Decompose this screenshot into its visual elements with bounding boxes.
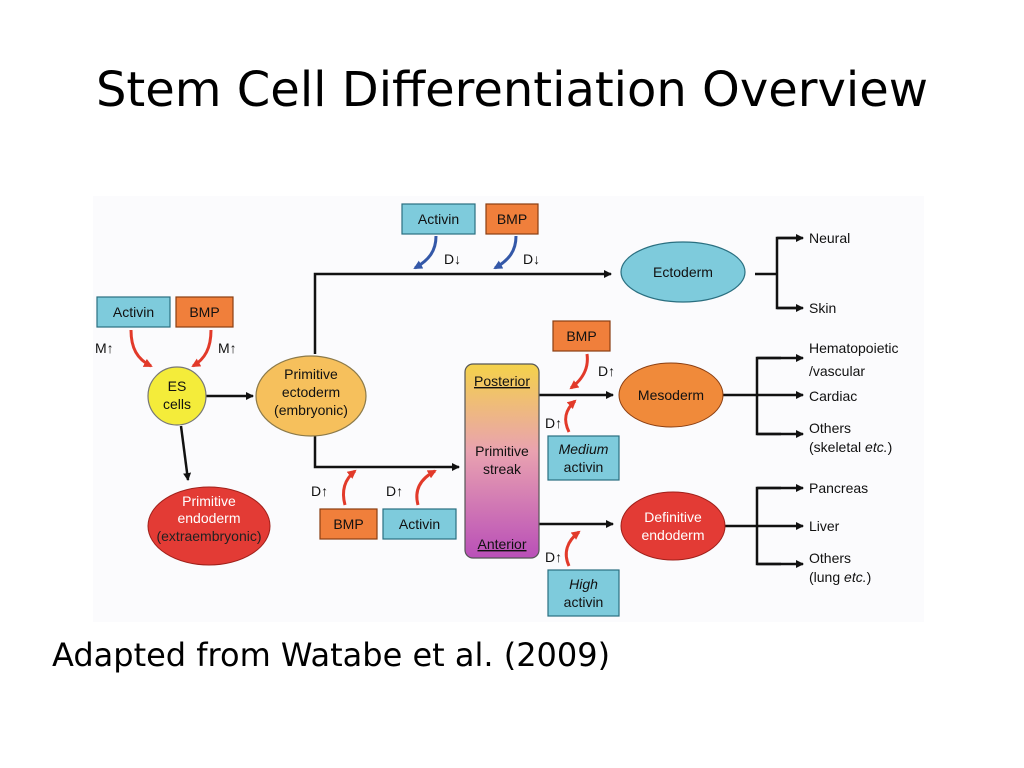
primitive-endoderm-label-1: Primitive: [182, 493, 236, 509]
es-cells-label-2: cells: [163, 396, 191, 412]
primitive-streak-node: [464, 363, 540, 559]
es-cells-label-1: ES: [168, 378, 187, 394]
cardiac-label: Cardiac: [809, 388, 857, 404]
high-activin-label-2: activin: [564, 594, 604, 610]
medium-activin-label-1: Medium: [559, 441, 609, 457]
bottom-activin-arrow: [415, 469, 437, 506]
medium-activin-label-2: activin: [564, 459, 604, 475]
top-bmp-effect: D↓: [523, 251, 540, 267]
es-to-endoderm-arrow: [179, 425, 192, 481]
others-endo-label-2: (lung etc.): [809, 569, 871, 585]
bottom-bmp-arrow: [341, 469, 357, 506]
definitive-endoderm-node: [620, 491, 726, 561]
liver-label: Liver: [809, 518, 840, 534]
hematopoietic-label-2: /vascular: [809, 363, 865, 379]
hematopoietic-label-1: Hematopoietic: [809, 340, 899, 356]
definitive-endoderm-label-2: endoderm: [641, 527, 704, 543]
others-endo-label-1: Others: [809, 550, 851, 566]
primitive-endoderm-label-3: (extraembryonic): [156, 528, 261, 544]
meso-bmp-effect: D↑: [598, 363, 615, 379]
medium-activin-effect: D↑: [545, 415, 562, 431]
streak-path-arrow: [313, 436, 460, 471]
left-activin-arrow: [129, 329, 153, 368]
mesoderm-label: Mesoderm: [638, 387, 704, 403]
primitive-endoderm-node: [147, 486, 271, 566]
streak-label-2: streak: [483, 461, 522, 477]
high-activin-box: [547, 569, 620, 617]
top-activin-label: Activin: [418, 211, 459, 227]
high-activin-label-1: High: [569, 576, 598, 592]
primitive-ectoderm-node: [255, 355, 367, 437]
left-bmp-label: BMP: [189, 304, 219, 320]
top-activin-effect: D↓: [444, 251, 461, 267]
ectoderm-path-arrow: [313, 270, 612, 354]
meso-bmp-box: [552, 320, 611, 352]
pancreas-label: Pancreas: [809, 480, 868, 496]
citation-caption: Adapted from Watabe et al. (2009): [52, 636, 611, 674]
others-meso-label-2: (skeletal etc.): [809, 439, 892, 455]
left-bmp-box: [175, 296, 234, 328]
top-activin-inhibit-arrow: [413, 235, 438, 270]
meso-bmp-arrow: [569, 353, 589, 390]
primitive-ectoderm-label-1: Primitive: [284, 366, 338, 382]
primitive-ectoderm-label-3: (embryonic): [274, 402, 348, 418]
bottom-bmp-label: BMP: [333, 516, 363, 532]
streak-posterior-label: Posterior: [474, 373, 530, 389]
primitive-endoderm-label-2: endoderm: [177, 510, 240, 526]
streak-anterior-label: Anterior: [477, 536, 526, 552]
ectoderm-label: Ectoderm: [653, 264, 713, 280]
others-meso-label-1: Others: [809, 420, 851, 436]
top-activin-box: [401, 203, 476, 235]
primitive-ectoderm-label-2: ectoderm: [282, 384, 340, 400]
left-bmp-effect: M↑: [218, 340, 237, 356]
medium-activin-box: [547, 435, 620, 481]
top-bmp-label: BMP: [497, 211, 527, 227]
top-bmp-inhibit-arrow: [493, 235, 518, 270]
ectoderm-node: [620, 241, 746, 303]
skin-label: Skin: [809, 300, 836, 316]
es-cells-node: [147, 366, 207, 426]
left-bmp-arrow: [191, 329, 213, 368]
slide-title: Stem Cell Differentiation Overview: [95, 62, 929, 118]
high-activin-effect: D↑: [545, 549, 562, 565]
mesoderm-node: [618, 362, 724, 428]
definitive-endoderm-label-1: Definitive: [644, 509, 702, 525]
bottom-bmp-box: [319, 508, 378, 540]
bottom-activin-label: Activin: [399, 516, 440, 532]
left-activin-label: Activin: [113, 304, 154, 320]
bottom-activin-effect: D↑: [386, 483, 403, 499]
left-activin-effect: M↑: [95, 340, 114, 356]
meso-bmp-label: BMP: [566, 328, 596, 344]
bottom-bmp-effect: D↑: [311, 483, 328, 499]
top-bmp-box: [485, 203, 539, 235]
left-activin-box: [96, 296, 171, 328]
streak-label-1: Primitive: [475, 443, 529, 459]
differentiation-diagram: Activin BMP D↓ D↓ Activin BMP M↑ M↑ ES c…: [93, 196, 924, 622]
high-activin-arrow: [564, 530, 581, 567]
neural-label: Neural: [809, 230, 850, 246]
bottom-activin-box: [382, 508, 457, 540]
medium-activin-arrow: [564, 399, 577, 433]
